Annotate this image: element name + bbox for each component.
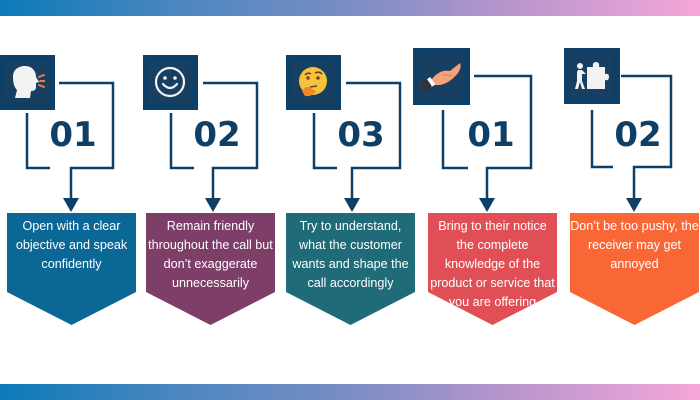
arrow-down-icon <box>344 198 360 212</box>
step-description: Don’t be too pushy, the receiver may get… <box>570 219 699 271</box>
step-description: Open with a clear objective and speak co… <box>15 219 128 271</box>
step-1: 01 Open with a clear objective and speak… <box>0 0 140 400</box>
step-number: 03 <box>337 115 385 155</box>
step-number: 01 <box>467 115 515 155</box>
step-4-card: Bring to their notice the complete knowl… <box>428 213 557 325</box>
step-2-connector <box>169 81 259 212</box>
arrow-down-icon <box>63 198 79 212</box>
step-number: 02 <box>193 115 241 155</box>
step-5-card: Don’t be too pushy, the receiver may get… <box>570 213 699 325</box>
step-3-card: Try to understand, what the customer wan… <box>286 213 415 325</box>
arrow-down-icon <box>205 198 221 212</box>
step-4: 01 Bring to their notice the complete kn… <box>413 0 557 400</box>
step-number: 02 <box>614 115 662 155</box>
thinking-face-icon <box>286 55 341 110</box>
step-number: 01 <box>49 115 97 155</box>
step-3-connector <box>312 81 402 212</box>
arrow-down-icon <box>479 198 495 212</box>
step-description: Try to understand, what the customer wan… <box>292 219 409 290</box>
step-1-connector <box>25 81 115 212</box>
smiley-face-icon <box>143 55 198 110</box>
step-3: 03 Try to understand, what the customer … <box>286 0 426 400</box>
speaking-head-icon <box>0 55 55 110</box>
step-2: 02 Remain friendly throughout the call b… <box>143 0 283 400</box>
top-gradient-bar <box>0 0 700 16</box>
arrow-down-icon <box>626 198 642 212</box>
step-4-connector <box>441 74 533 212</box>
offering-hand-icon <box>413 48 470 105</box>
person-pushing-puzzle-icon <box>564 48 620 104</box>
step-5-connector <box>590 74 673 212</box>
step-1-card: Open with a clear objective and speak co… <box>7 213 136 325</box>
step-description: Bring to their notice the complete knowl… <box>430 219 555 309</box>
step-2-card: Remain friendly throughout the call but … <box>146 213 275 325</box>
bottom-gradient-bar <box>0 384 700 400</box>
step-description: Remain friendly throughout the call but … <box>148 219 273 290</box>
step-5: 02 Don’t be too pushy, the receiver may … <box>563 0 700 400</box>
